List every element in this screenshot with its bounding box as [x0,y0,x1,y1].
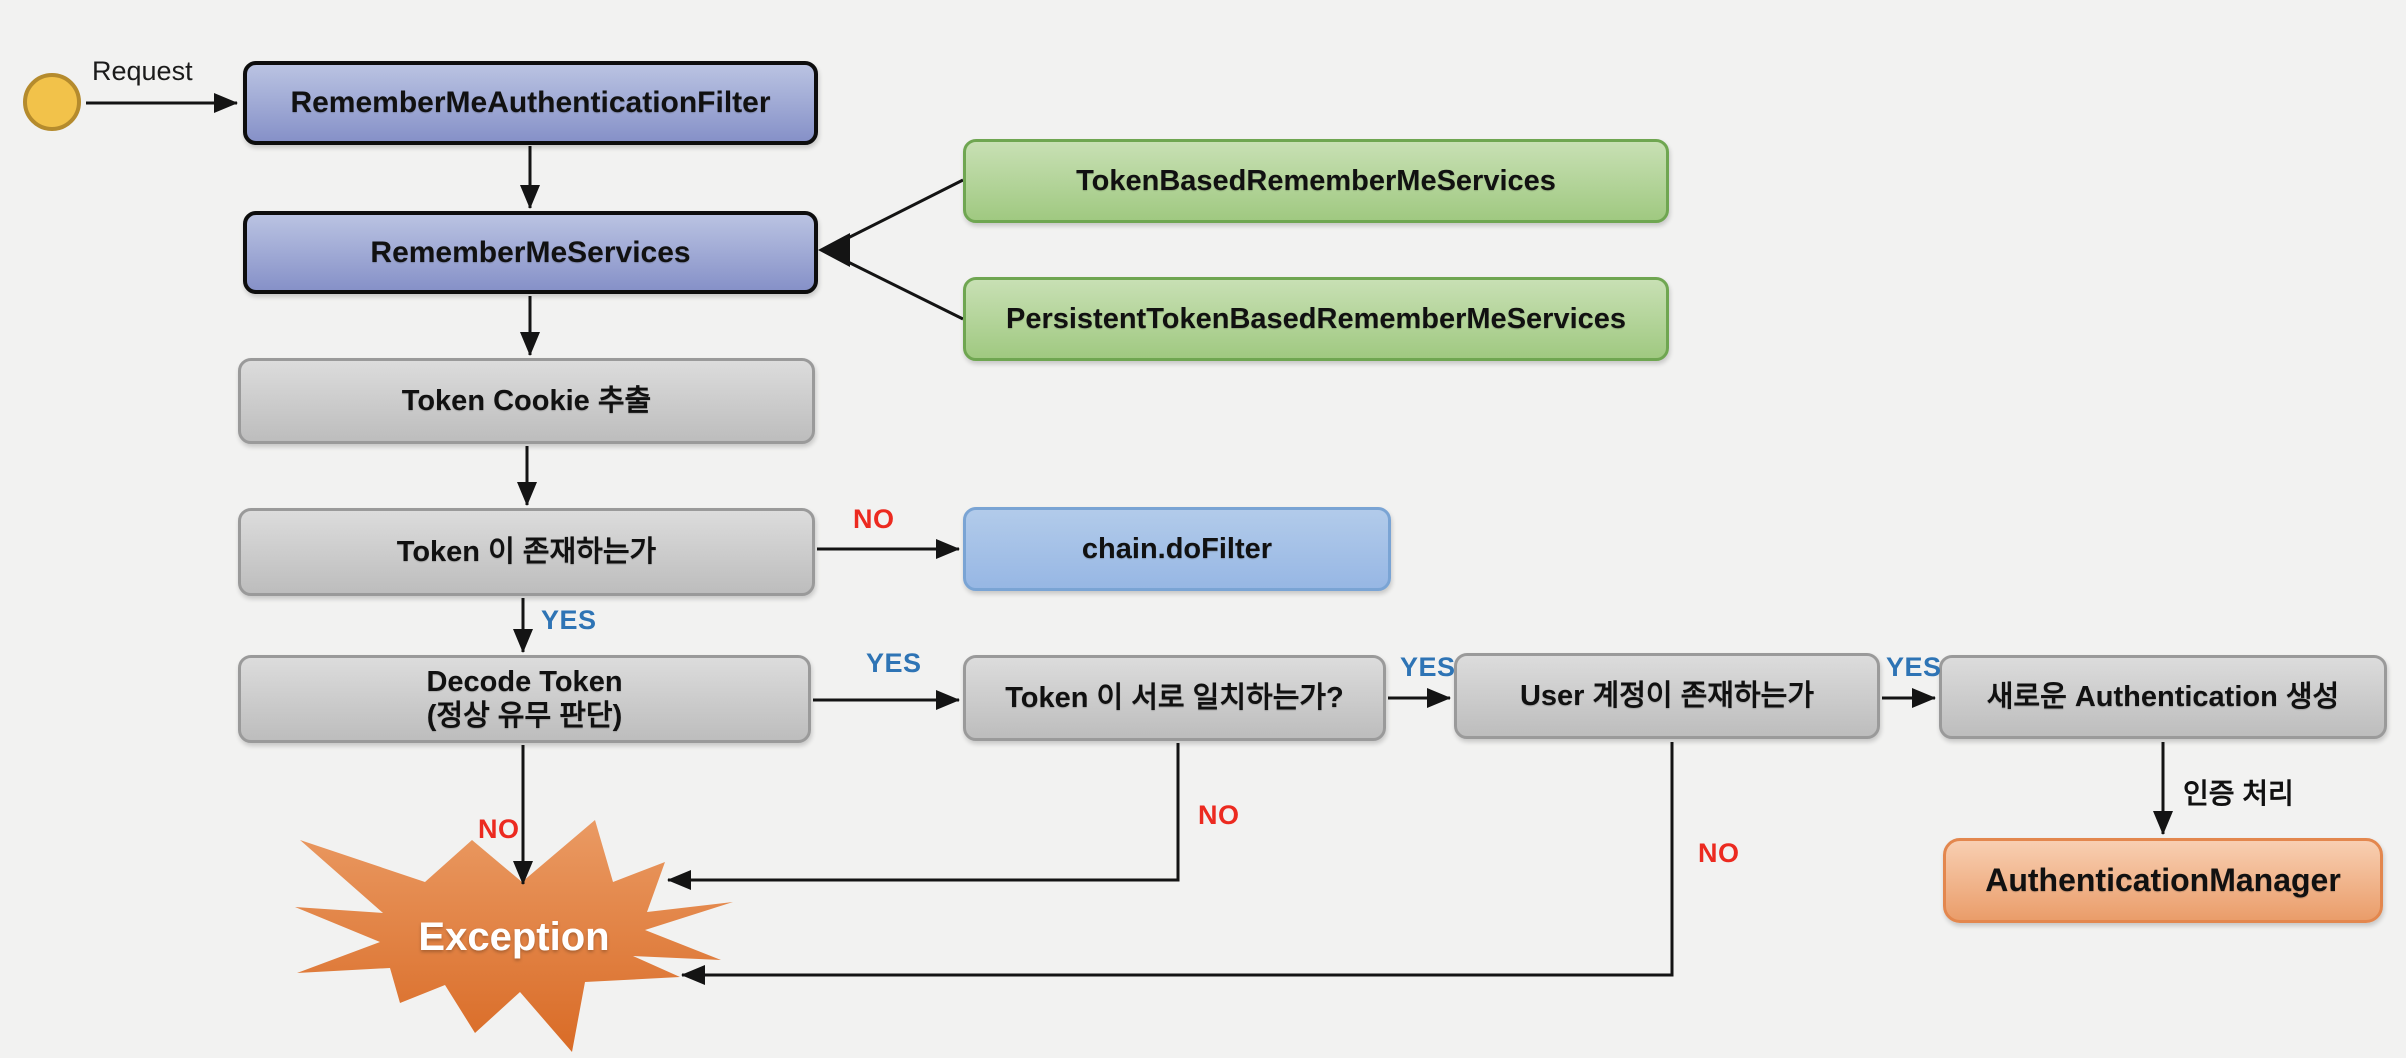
node-label: Token Cookie 추출 [401,384,652,417]
label-decode-no: NO [478,814,520,844]
label-user-no: NO [1698,838,1740,868]
node-tokenbasedremembermeservices: TokenBasedRememberMeServices [963,139,1669,223]
node-authenticationmanager: AuthenticationManager [1943,838,2383,923]
node-label: AuthenticationManager [1985,861,2341,898]
node-label: Token 이 존재하는가 [396,535,657,568]
node-chain-dofilter: chain.doFilter [963,507,1391,591]
node-remembermeservices: RememberMeServices [243,211,818,294]
node-label: User 계정이 존재하는가 [1519,679,1815,712]
node-label: RememberMeAuthenticationFilter [290,86,771,120]
label-match-yes: YES [1400,652,1456,682]
label-exists-no: NO [853,504,895,534]
node-label: Token 이 서로 일치하는가? [1005,681,1344,714]
label-exists-yes: YES [541,605,597,635]
node-token-cookie-extract: Token Cookie 추출 [238,358,815,444]
node-persistenttokenbasedremembermeservices: PersistentTokenBasedRememberMeServices [963,277,1669,361]
node-token-match: Token 이 서로 일치하는가? [963,655,1386,741]
node-label-line1: Decode Token [426,665,623,698]
node-remembermeauthenticationfilter: RememberMeAuthenticationFilter [243,61,818,145]
label-auth-process: 인증 처리 [2183,778,2294,809]
arrow-match-no-to-exception [667,743,1180,890]
label-decode-yes: YES [866,648,922,678]
node-user-exists: User 계정이 존재하는가 [1454,653,1880,739]
start-circle [23,73,81,131]
arrowhead-services [818,233,850,267]
node-label-line2: (정상 유무 판단) [426,700,623,732]
arrow-persistent-to-services [829,251,964,321]
label-user-yes: YES [1886,652,1942,682]
node-label: chain.doFilter [1081,532,1273,565]
node-new-authentication: 새로운 Authentication 생성 [1939,655,2387,739]
arrow-tokenbased-to-services [829,178,964,249]
node-token-exists: Token 이 존재하는가 [238,508,815,596]
exception-label: Exception [418,914,610,959]
label-match-no: NO [1198,800,1240,830]
node-label: PersistentTokenBasedRememberMeServices [1005,302,1627,335]
arrow-user-no-to-exception [681,742,1674,985]
request-label: Request [92,56,193,86]
node-label: TokenBasedRememberMeServices [1076,164,1556,197]
node-label: 새로운 Authentication 생성 [1986,680,2340,713]
exception-star-shape [295,820,733,1052]
node-label: RememberMeServices [370,235,691,269]
node-decode-token: Decode Token (정상 유무 판단) [238,655,811,743]
